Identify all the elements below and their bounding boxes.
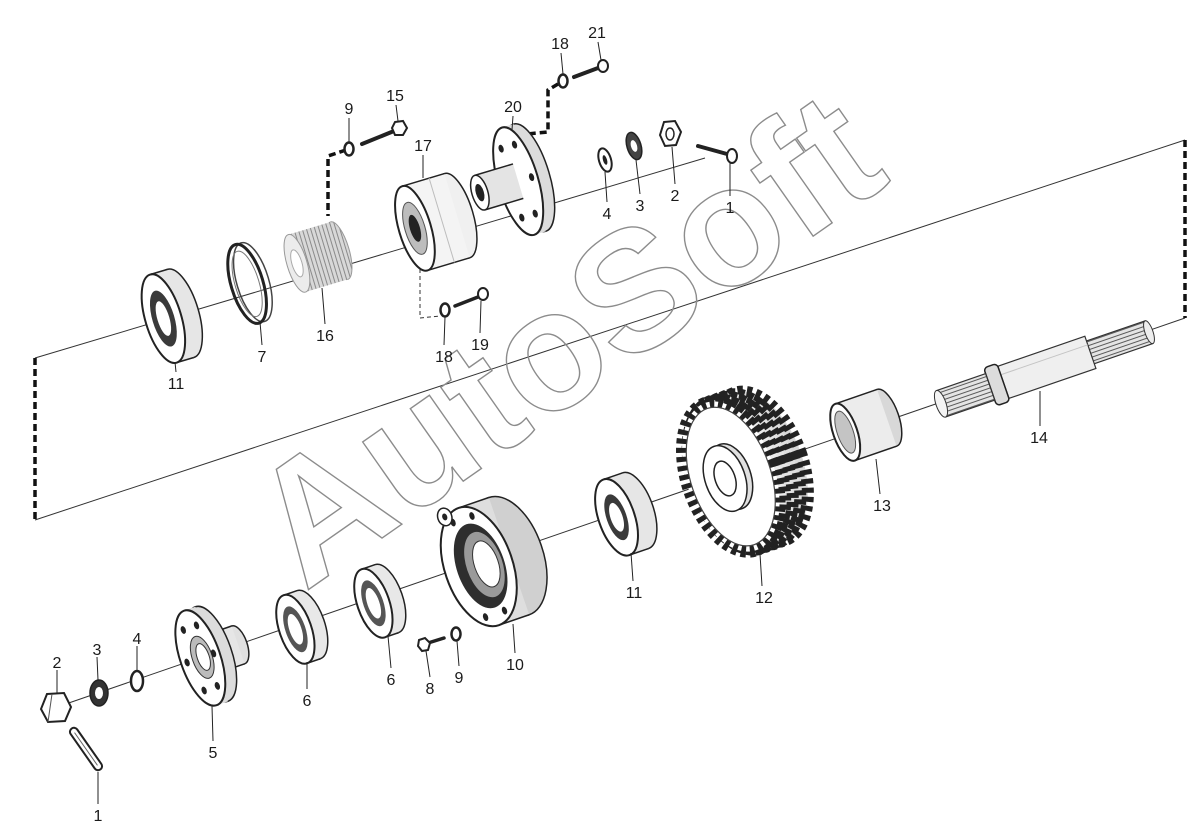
part-2-nut-lower xyxy=(39,691,73,724)
callout-7: 7 xyxy=(258,349,267,366)
part-16-spline-sleeve xyxy=(283,221,353,293)
callout-11-lower: 11 xyxy=(626,585,643,602)
part-15-bolt xyxy=(360,119,409,146)
callout-2-upper: 2 xyxy=(671,188,680,205)
part-2-nut-upper xyxy=(658,119,683,148)
callout-2-lower: 2 xyxy=(53,655,62,672)
callout-4-lower: 4 xyxy=(133,631,142,648)
connector-18-21 xyxy=(505,82,559,138)
callout-21: 21 xyxy=(588,25,606,42)
part-4-lock-washer-upper xyxy=(597,147,613,173)
callout-8: 8 xyxy=(426,681,435,698)
part-18-washer-top xyxy=(557,73,569,89)
part-11-bearing-upper xyxy=(140,268,204,364)
callout-11-upper: 11 xyxy=(168,376,185,393)
callout-9-upper: 9 xyxy=(345,101,354,118)
part-1-bolt-upper xyxy=(696,144,738,164)
part-10-bearing-housing xyxy=(436,495,548,628)
callout-3-lower: 3 xyxy=(93,642,102,659)
callout-3-upper: 3 xyxy=(636,198,645,215)
callout-16: 16 xyxy=(316,328,334,345)
part-13-bushing xyxy=(829,388,903,462)
part-7-ring xyxy=(226,241,273,325)
part-4-lock-washer-lower xyxy=(129,669,145,693)
connector-brackets xyxy=(33,82,1187,520)
callout-12: 12 xyxy=(755,590,773,607)
callout-6-left: 6 xyxy=(303,693,312,710)
part-14-output-shaft xyxy=(933,320,1155,418)
part-9-washer-lower xyxy=(450,626,462,642)
callout-17: 17 xyxy=(414,138,432,155)
part-3-washer-upper xyxy=(625,131,643,161)
callout-13: 13 xyxy=(873,498,891,515)
callout-20: 20 xyxy=(504,99,522,116)
part-1-bolt-lower xyxy=(68,726,104,772)
connector-17-18 xyxy=(419,262,441,319)
part-5-companion-flange xyxy=(174,605,250,707)
callouts-lower: 14 13 12 11 10 9 8 6 6 5 2 3 4 1 xyxy=(53,430,1048,825)
part-17-coupling xyxy=(394,172,478,272)
part-8-bolt xyxy=(416,636,446,653)
part-6-bearing-right xyxy=(353,563,407,639)
part-3-washer-lower xyxy=(89,679,109,707)
callout-18-middle: 18 xyxy=(435,349,453,366)
callout-15: 15 xyxy=(386,88,404,105)
part-20-flange-hub xyxy=(469,123,556,237)
callout-10: 10 xyxy=(506,657,524,674)
callout-9-lower: 9 xyxy=(455,670,464,687)
part-12-driven-gear xyxy=(676,385,814,558)
callout-1-upper: 1 xyxy=(726,200,735,217)
callout-14: 14 xyxy=(1030,430,1048,447)
part-9-washer-upper xyxy=(343,141,355,157)
callout-6-right: 6 xyxy=(387,672,396,689)
part-21-bolt xyxy=(572,59,609,79)
connector-9-15 xyxy=(326,148,347,216)
callout-18-top: 18 xyxy=(551,36,569,53)
part-11-bearing-lower xyxy=(594,471,658,557)
leader-lines xyxy=(56,41,1041,804)
callout-19: 19 xyxy=(471,337,489,354)
part-6-bearing-left xyxy=(275,589,329,665)
callout-5: 5 xyxy=(209,745,218,762)
part-18-washer-middle xyxy=(439,302,451,318)
link-diagonal xyxy=(34,139,1186,521)
callouts-upper: 18 21 9 15 20 17 4 3 2 1 16 7 11 18 19 xyxy=(168,25,735,393)
callout-4-upper: 4 xyxy=(603,206,612,223)
part-19-bolt xyxy=(453,287,489,308)
callout-1-lower: 1 xyxy=(94,808,103,825)
